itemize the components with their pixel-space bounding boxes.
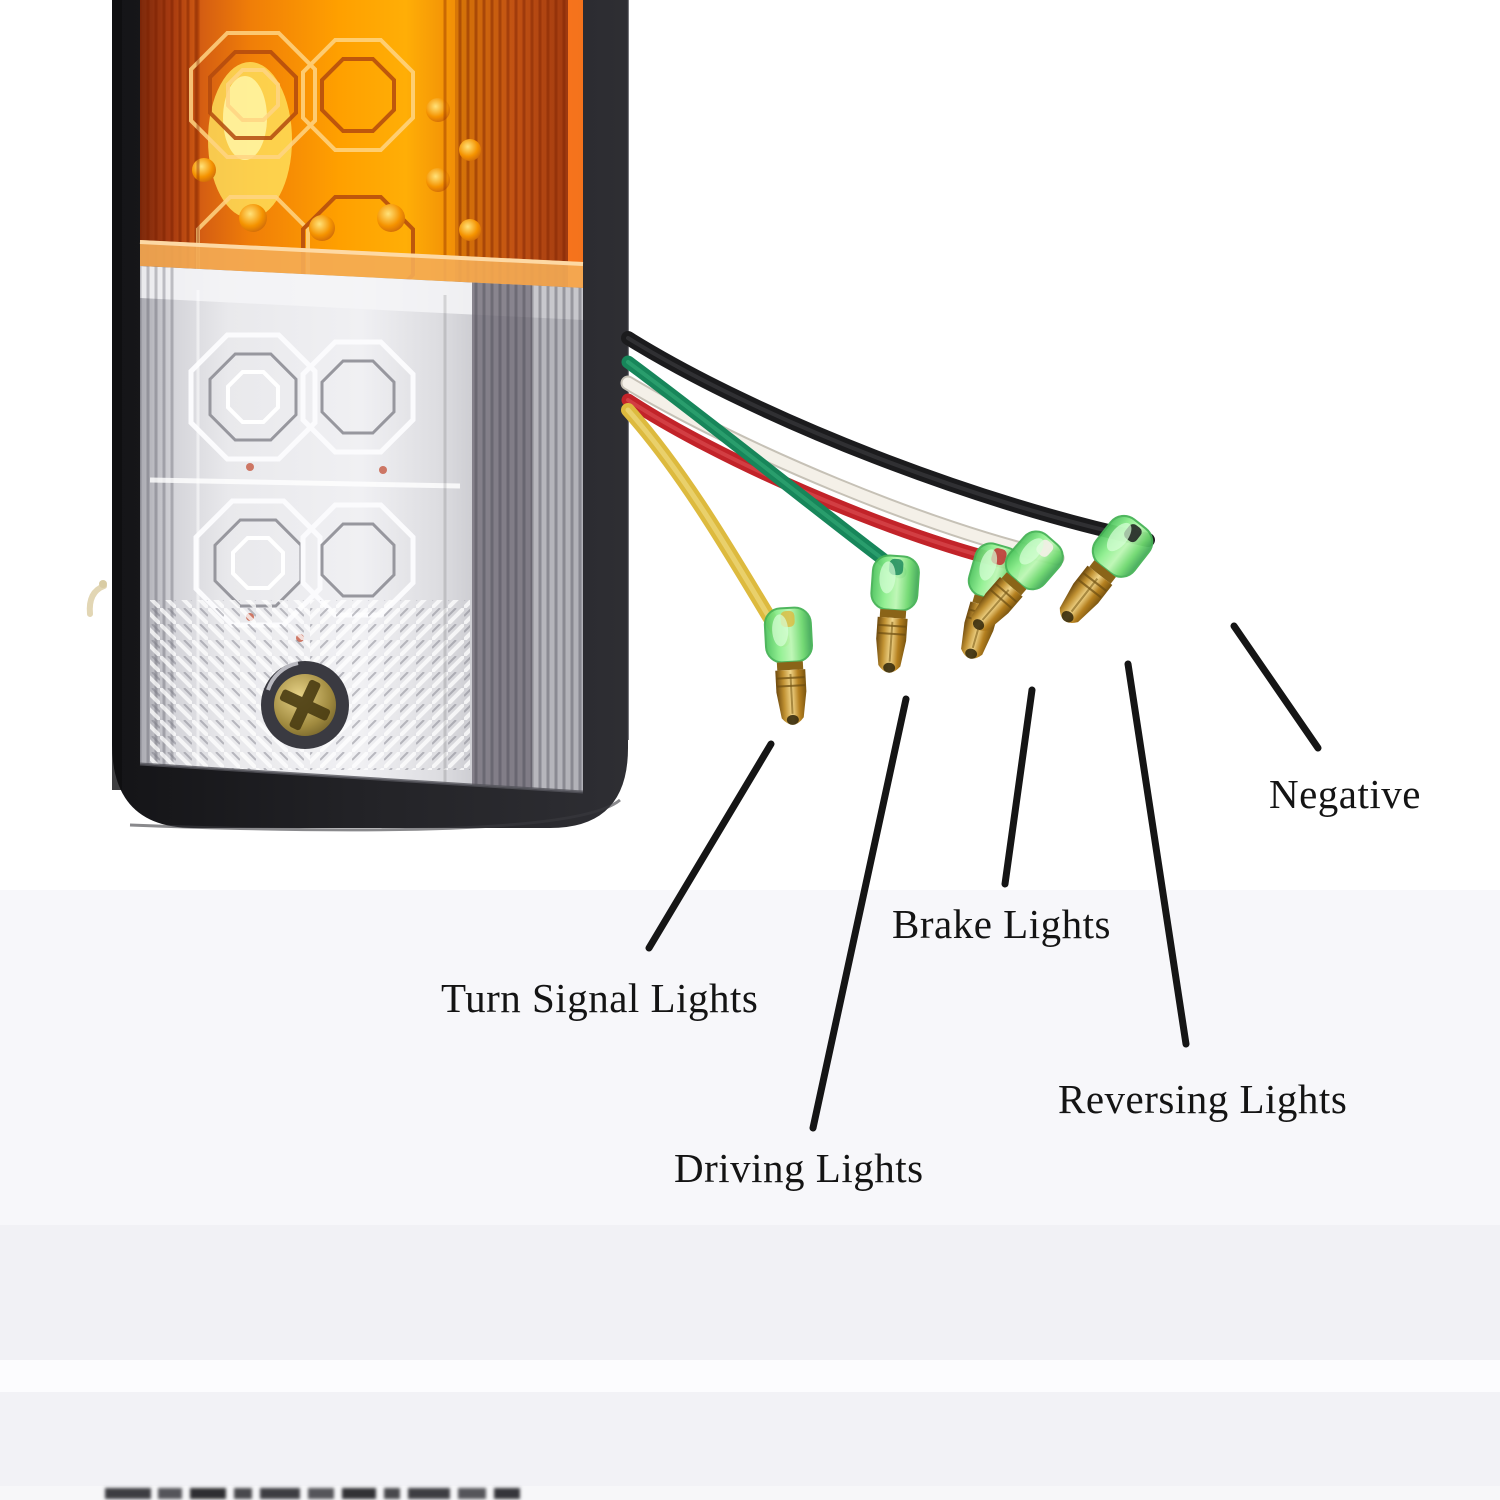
led-domes [192,98,481,241]
lens-divider [140,240,583,288]
callout-lines [645,622,1322,1132]
label-driving-lights: Driving Lights [674,1145,924,1191]
wire-harness [620,331,1155,647]
reversing-leader-line [1124,660,1190,1048]
driving-leader-line [809,695,910,1132]
yellow-terminal [763,606,813,725]
negative-leader-line [1230,622,1322,752]
cropped-banner [105,1488,520,1499]
clear-facet-octagons [149,332,461,628]
terminals [763,514,1154,725]
white-wire [622,377,1063,564]
brake-leader-line [1001,686,1036,888]
mounting-screw [261,661,349,749]
label-turn-signal-lights: Turn Signal Lights [441,975,759,1021]
stray-fiber [86,580,107,617]
white-terminal [971,530,1064,631]
green-terminal [870,554,920,673]
label-negative: Negative [1269,771,1421,817]
black-terminal [1059,514,1154,623]
label-reversing-lights: Reversing Lights [1058,1076,1348,1122]
turn-signal-leader-line [645,740,775,952]
reverse-brake-lens [139,266,584,794]
turn-signal-lens [139,0,584,288]
label-brake-lights: Brake Lights [892,901,1111,947]
